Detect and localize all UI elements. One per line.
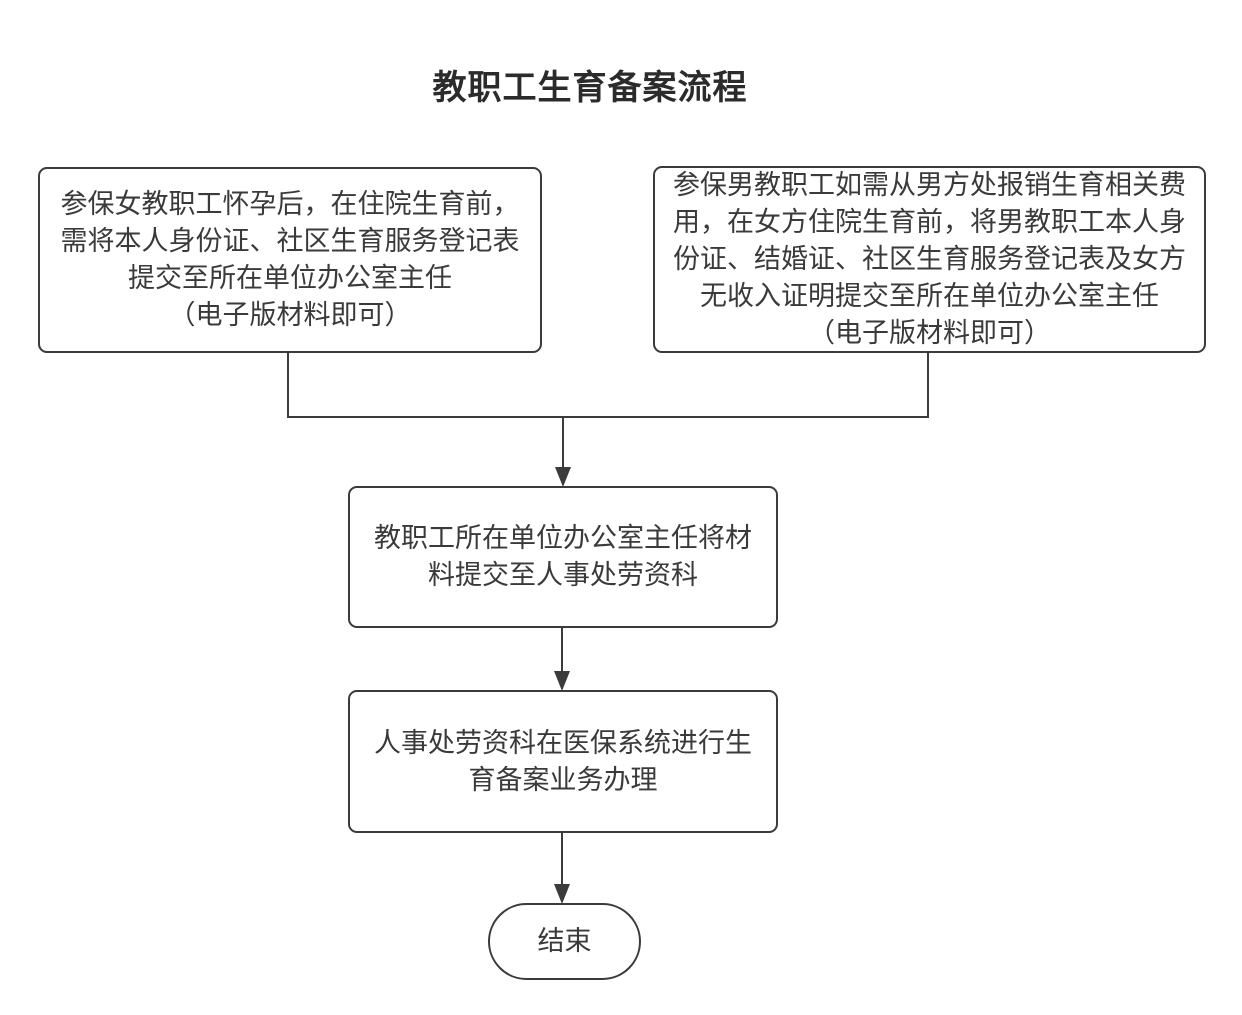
- node-hr-labor-dept-process: 人事处劳资科在医保系统进行生 育备案业务办理: [348, 690, 778, 833]
- node-end-terminator: 结束: [488, 903, 641, 980]
- node-text-line: 育备案业务办理: [468, 764, 658, 795]
- arrowhead-to-office: [555, 467, 571, 487]
- node-text-line: 料提交至人事处劳资科: [428, 560, 698, 590]
- node-text-line: 结束: [537, 926, 592, 956]
- node-text-line: 用，在女方住院生育前，将男教职工本人身: [673, 207, 1186, 237]
- arrowhead-to-end: [554, 884, 570, 904]
- arrowhead-to-hr: [554, 671, 570, 691]
- node-text-line: 教职工所在单位办公室主任将材: [374, 523, 752, 553]
- node-text-line: 需将本人身份证、社区生育服务登记表: [60, 226, 520, 256]
- node-text-line: （电子版材料即可）: [808, 318, 1051, 348]
- node-office-director-submit: 教职工所在单位办公室主任将材 料提交至人事处劳资科: [348, 486, 778, 628]
- node-text-line: 无收入证明提交至所在单位办公室主任: [700, 281, 1159, 311]
- node-text-line: 份证、结婚证、社区生育服务登记表及女方: [673, 244, 1186, 274]
- node-female-staff-materials: 参保女教职工怀孕后，在住院生育前， 需将本人身份证、社区生育服务登记表 提交至所…: [38, 167, 542, 353]
- node-text-line: （电子版材料即可）: [168, 300, 412, 330]
- node-text-line: 提交至所在单位办公室主任: [128, 263, 452, 293]
- node-text-line: 参保男教职工如需从男方处报销生育相关费: [673, 170, 1186, 200]
- node-text-line: 人事处劳资科在医保系统进行生: [374, 727, 752, 758]
- node-male-staff-materials: 参保男教职工如需从男方处报销生育相关费 用，在女方住院生育前，将男教职工本人身 …: [653, 166, 1206, 353]
- node-text-line: 参保女教职工怀孕后，在住院生育前，: [60, 189, 520, 219]
- page-title: 教职工生育备案流程: [432, 69, 748, 107]
